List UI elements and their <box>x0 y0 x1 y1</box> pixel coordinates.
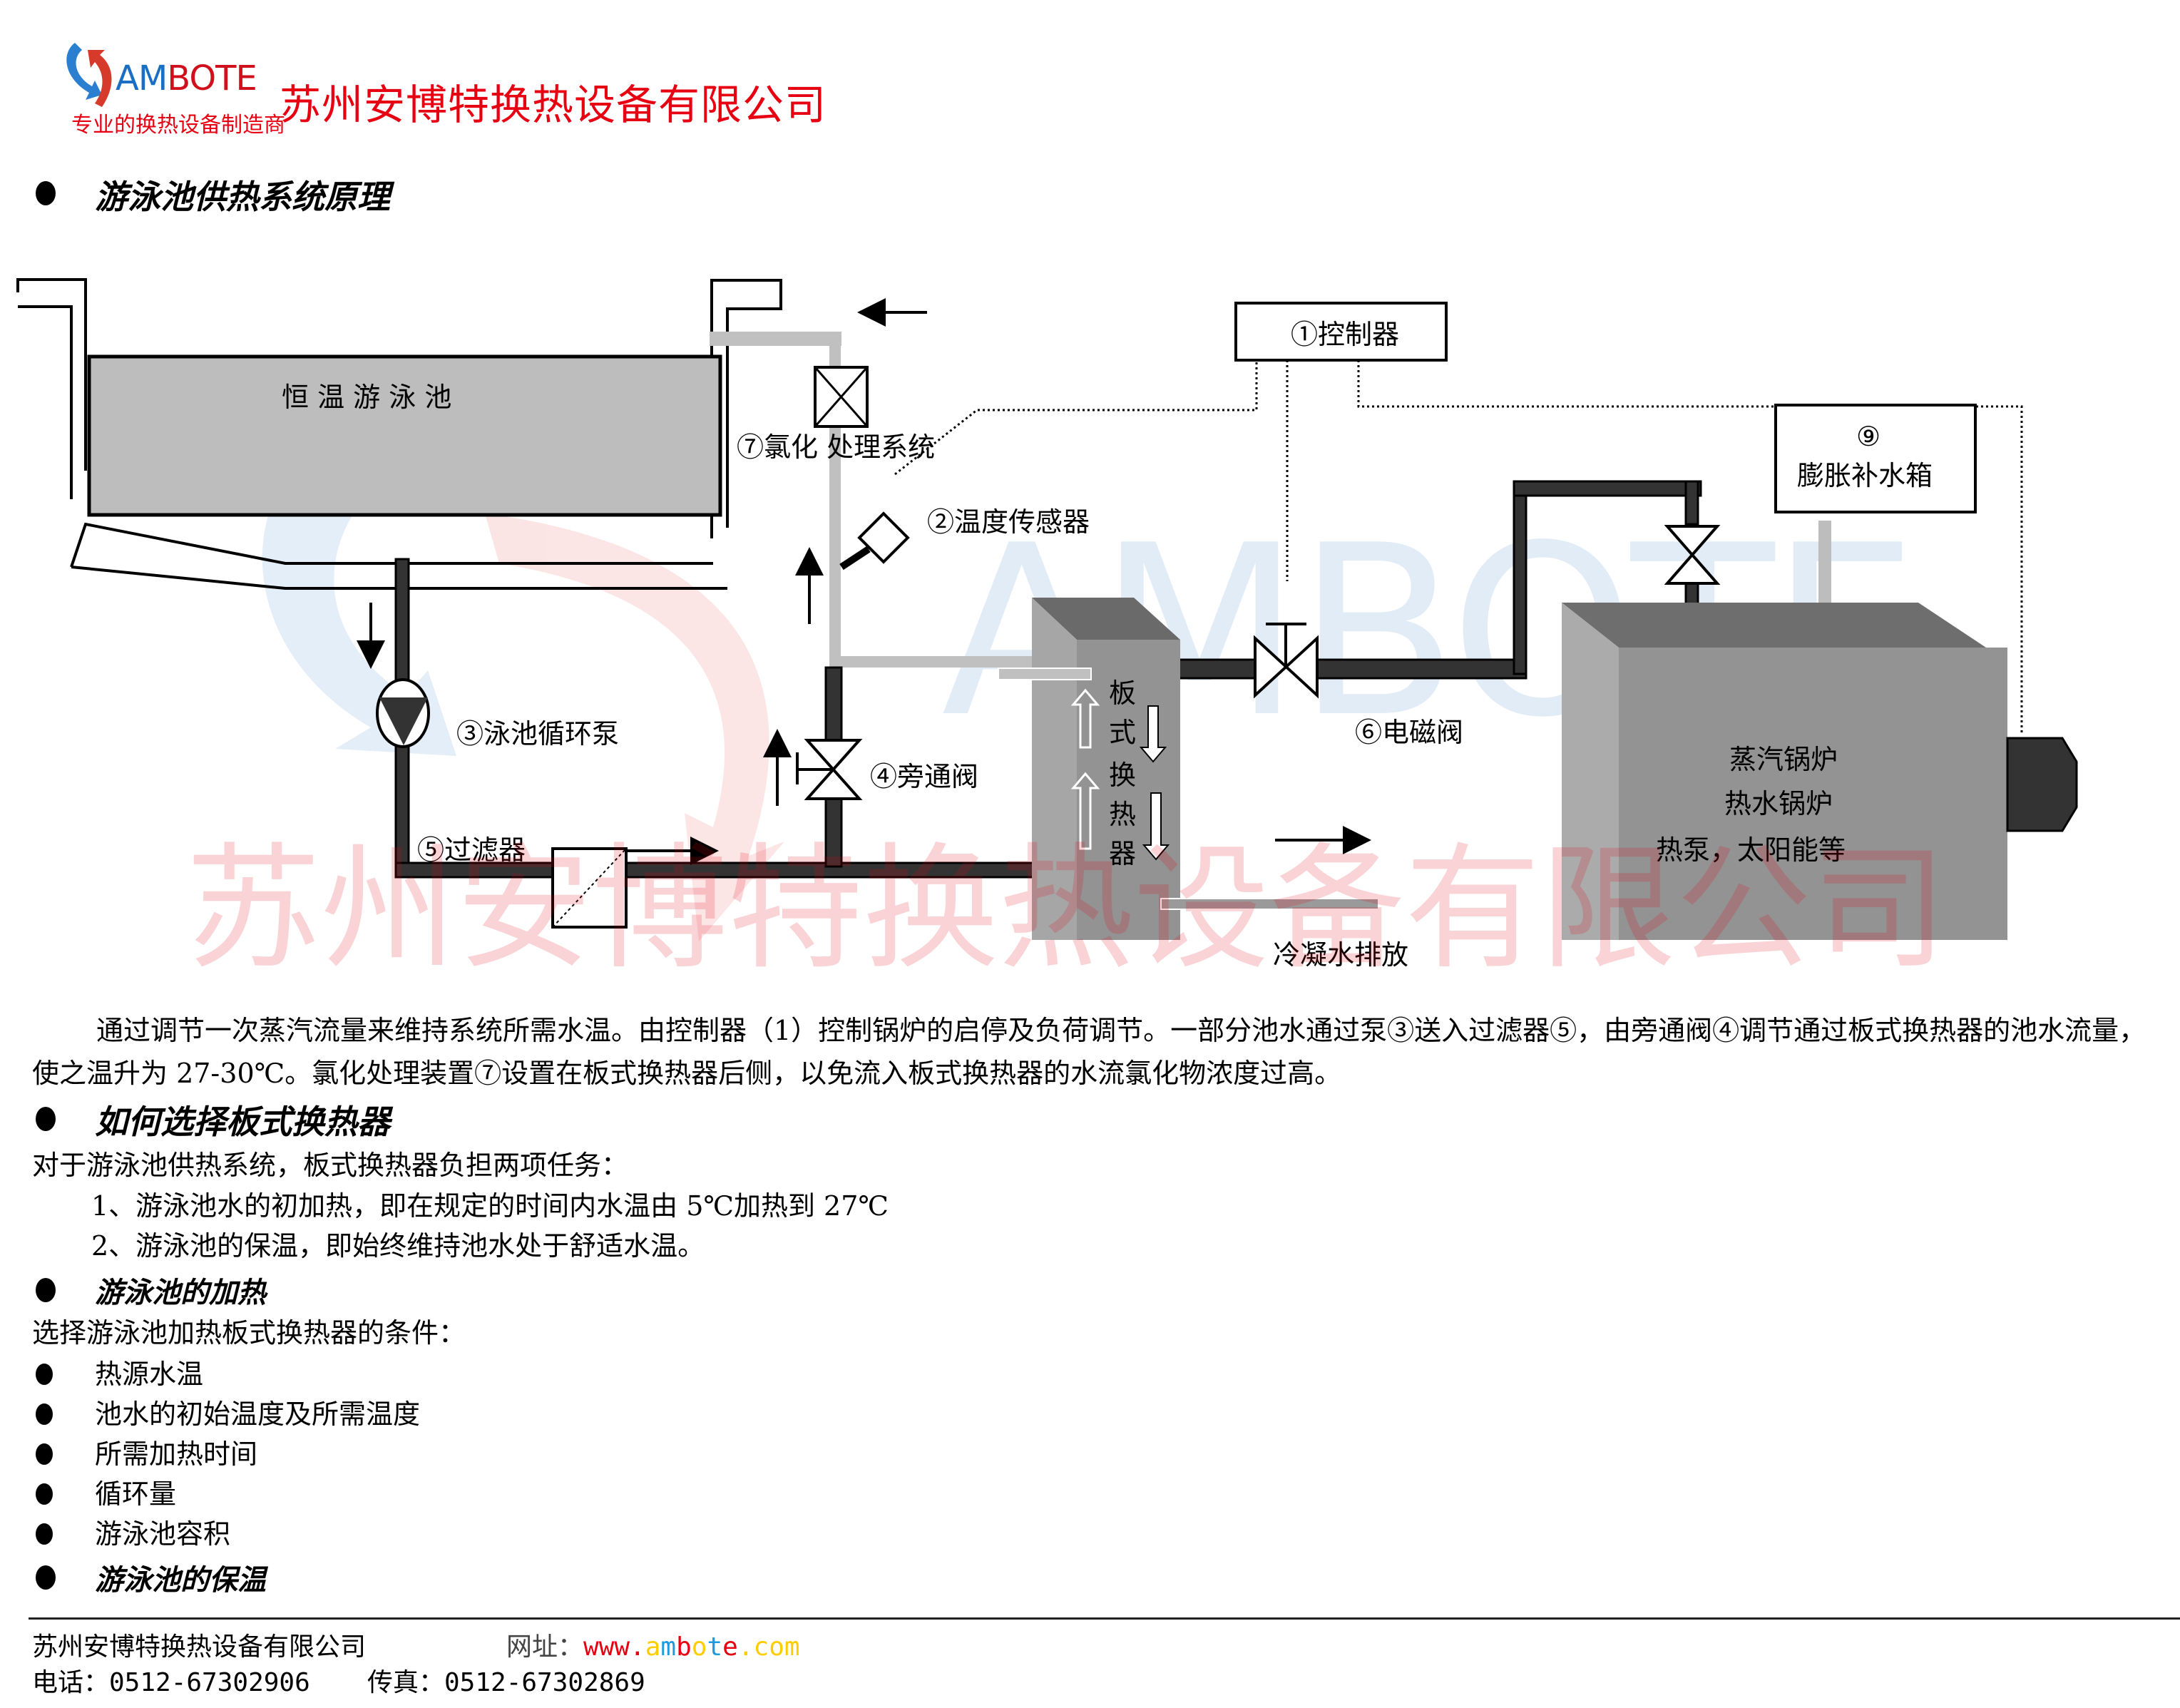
bullet-icon <box>36 1403 53 1425</box>
section-heading: 如何选择板式换热器 <box>95 1103 390 1141</box>
website-link[interactable]: www.ambote.com <box>583 1632 800 1662</box>
pool-walls <box>16 278 782 590</box>
controller-box <box>1234 302 1448 362</box>
plate-hx-char: 热 <box>1109 799 1136 830</box>
footer-phone: 电话：0512-67302906 <box>32 1668 310 1697</box>
slogan: 专业的换热设备制造商 <box>71 113 285 138</box>
website-part[interactable]: a <box>645 1632 661 1662</box>
task-item: 1、游泳池水的初加热，即在规定的时间内水温由 5℃加热到 27℃ <box>91 1190 889 1222</box>
website-part[interactable]: b <box>676 1632 692 1662</box>
filter-label: ⑤过滤器 <box>417 834 526 866</box>
circulation-pump-icon <box>376 678 430 748</box>
bullet-icon <box>36 1278 56 1302</box>
bullet-icon <box>36 1523 53 1545</box>
condensate-label: 冷凝水排放 <box>1273 939 1408 971</box>
chlorination-signal-line <box>894 360 1258 476</box>
pump-label: ③泳池循环泵 <box>456 718 619 750</box>
footer-company: 苏州安博特换热设备有限公司 <box>32 1632 367 1662</box>
website-part[interactable]: o <box>691 1632 707 1662</box>
bullet-icon <box>36 1364 53 1385</box>
bypass-valve-label: ④旁通阀 <box>870 761 978 792</box>
plate-hx-char: 式 <box>1109 717 1136 748</box>
expansion-tank-number: ⑨ <box>1856 421 1880 452</box>
chlorination-unit <box>814 366 869 428</box>
expansion-pipe <box>1818 521 1831 603</box>
condition-item: 所需加热时间 <box>95 1438 258 1470</box>
plate-heat-exchanger <box>998 598 1379 940</box>
watermark-company-text: 苏州安博特换热设备有限公司 <box>185 830 1947 988</box>
filter-icon <box>551 847 628 929</box>
condition-item: 池水的初始温度及所需温度 <box>95 1398 421 1430</box>
pool-label: 恒 温 游 泳 池 <box>282 382 451 413</box>
footer-website: 网址：www.ambote.com <box>506 1626 800 1663</box>
bullet-icon <box>36 1565 56 1590</box>
company-title: 苏州安博特换热设备有限公司 <box>280 81 827 129</box>
solenoid-valve-icon <box>1254 623 1319 699</box>
temp-sensor-label: ②温度传感器 <box>927 506 1090 538</box>
task-item: 2、游泳池的保温，即始终维持池水处于舒适水温。 <box>91 1230 705 1262</box>
section-heading: 游泳池供热系统原理 <box>95 178 390 216</box>
condition-item: 循环量 <box>95 1478 177 1510</box>
circular-arrows-logo-icon <box>66 43 112 107</box>
plate-hx-char: 换 <box>1109 760 1136 791</box>
condition-item: 热源水温 <box>95 1359 204 1390</box>
bullet-icon <box>36 1483 53 1505</box>
expansion-tank-box <box>1774 404 1977 513</box>
website-part[interactable]: t <box>707 1632 723 1662</box>
section-heading: 游泳池的加热 <box>95 1276 266 1309</box>
section-heading: 游泳池的保温 <box>95 1563 266 1597</box>
website-part[interactable]: e <box>722 1632 738 1662</box>
brand-part1: AM <box>116 58 168 98</box>
footer-fax: 传真：0512-67302869 <box>367 1668 645 1697</box>
description-paragraph: 通过调节一次蒸汽流量来维持系统所需水温。由控制器（1）控制锅炉的启停及负荷调节。… <box>32 1015 2146 1089</box>
watermark-red-arrow-icon <box>485 513 784 941</box>
boiler <box>1562 603 2078 940</box>
burner-icon <box>2006 737 2078 832</box>
bullet-icon <box>36 181 56 205</box>
solenoid-valve-label: ⑥电磁阀 <box>1355 717 1463 748</box>
section-intro: 选择游泳池加热板式换热器的条件： <box>32 1317 466 1349</box>
bypass-valve-icon <box>796 739 863 800</box>
temperature-sensor-icon <box>839 511 910 571</box>
boiler-valve-icon <box>1664 525 1721 585</box>
controller-boiler-signal-line <box>1357 360 2023 735</box>
boiler-line: 蒸汽锅炉 <box>1729 744 1838 775</box>
condition-item: 游泳池容积 <box>95 1518 231 1550</box>
plate-hx-char: 器 <box>1109 838 1136 869</box>
bullet-icon <box>36 1107 56 1131</box>
boiler-line: 热泵，太阳能等 <box>1656 834 1846 866</box>
expansion-tank-label: 膨胀补水箱 <box>1797 460 1933 491</box>
footer-divider <box>29 1617 2180 1620</box>
section-intro: 对于游泳池供热系统，板式换热器负担两项任务： <box>32 1150 629 1181</box>
chlorination-label: ⑦氯化 处理系统 <box>737 431 935 463</box>
website-part[interactable]: www. <box>583 1632 645 1662</box>
brand-wordmark: AMBOTE <box>116 58 257 98</box>
website-label: 网址： <box>506 1632 584 1662</box>
logo <box>61 39 118 111</box>
main-pipes <box>394 480 1702 879</box>
controller-label: ①控制器 <box>1291 319 1399 350</box>
brand-part2: BOTE <box>167 58 257 98</box>
pool-tank <box>87 354 722 517</box>
website-part[interactable]: m <box>660 1632 677 1662</box>
bullet-icon <box>36 1443 53 1465</box>
boiler-line: 热水锅炉 <box>1724 788 1833 819</box>
website-part[interactable]: .com <box>737 1632 800 1662</box>
plate-hx-char: 板 <box>1109 677 1136 709</box>
